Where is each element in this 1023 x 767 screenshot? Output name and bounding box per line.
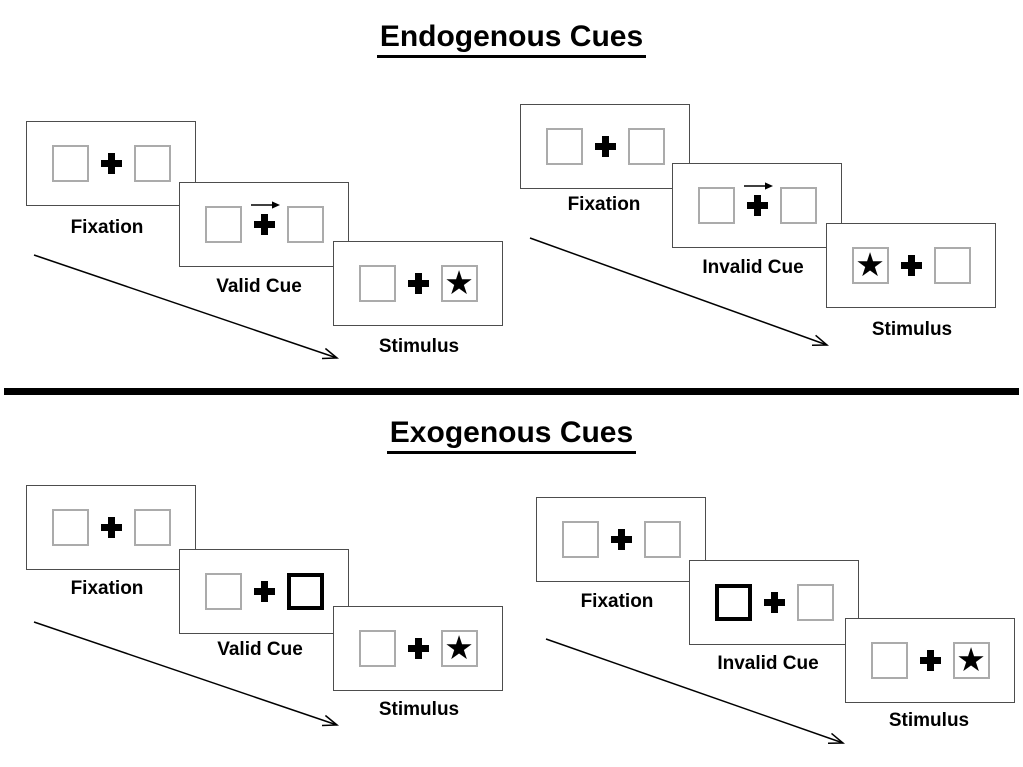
right-placeholder-box (133, 509, 171, 546)
timeline-arrow (33, 621, 340, 727)
fixation-cross-wrap (253, 581, 275, 602)
stimulus-label: Stimulus (888, 710, 970, 731)
fixation-cross-wrap (100, 517, 122, 538)
exogenous-title-text: Exogenous Cues (386, 416, 637, 454)
right-target-box: ★ (440, 629, 478, 667)
exogenous-invalid-stimulus-panel: ★ (845, 618, 1015, 703)
left-placeholder-box (561, 521, 599, 558)
right-thick-cue-box (286, 573, 324, 610)
fixation-cross-icon (100, 517, 122, 538)
right-target-box: ★ (440, 264, 478, 302)
exogenous-invalid-cue-panel (689, 560, 859, 645)
fixation-cross-icon (763, 592, 785, 613)
left-placeholder-box (204, 206, 242, 243)
fixation-cross-icon (253, 581, 275, 602)
target-star-icon: ★ (444, 264, 474, 301)
cue-label: Valid Cue (217, 639, 303, 660)
left-placeholder-box (204, 573, 242, 610)
fixation-cross-icon (919, 650, 941, 671)
right-target-box: ★ (952, 641, 990, 679)
endogenous-title-text: Endogenous Cues (376, 20, 647, 58)
right-placeholder-box (796, 584, 834, 621)
left-placeholder-box (51, 145, 89, 182)
fixation-cross-wrap (743, 182, 773, 216)
exogenous-section-title: Exogenous Cues (0, 416, 1023, 454)
endogenous-invalid-cue-panel (672, 163, 842, 248)
fixation-cross-wrap (100, 153, 122, 174)
timeline-arrow (33, 254, 340, 360)
fixation-cross-icon (253, 214, 275, 235)
stimulus-label: Stimulus (378, 699, 460, 720)
left-thick-cue-box (714, 584, 752, 621)
fixation-cross-icon (610, 529, 632, 550)
endogenous-valid-cue-panel (179, 182, 349, 267)
fixation-cross-wrap (900, 255, 922, 276)
right-placeholder-box (779, 187, 817, 224)
cue-arrow-right-icon (743, 182, 773, 190)
section-divider (4, 388, 1019, 395)
timeline-arrow (529, 237, 830, 346)
fixation-cross-wrap (250, 201, 280, 235)
endogenous-section-title: Endogenous Cues (0, 20, 1023, 58)
endogenous-invalid-fixation-panel (520, 104, 690, 189)
left-target-box: ★ (851, 246, 889, 284)
fixation-cross-icon (100, 153, 122, 174)
exogenous-valid-stimulus-panel: ★ (333, 606, 503, 691)
fixation-cross-icon (407, 273, 429, 294)
endogenous-valid-fixation-panel (26, 121, 196, 206)
right-placeholder-box (933, 247, 971, 284)
fixation-cross-wrap (594, 136, 616, 157)
cue-label: Invalid Cue (717, 653, 819, 674)
stimulus-label: Stimulus (871, 319, 953, 340)
target-star-icon: ★ (956, 641, 986, 678)
fixation-label: Fixation (70, 578, 144, 599)
fixation-label: Fixation (580, 591, 654, 612)
fixation-label: Fixation (70, 217, 144, 238)
fixation-cross-wrap (919, 650, 941, 671)
fixation-cross-icon (594, 136, 616, 157)
fixation-cross-icon (746, 195, 768, 216)
stimulus-label: Stimulus (378, 336, 460, 357)
right-placeholder-box (286, 206, 324, 243)
fixation-cross-wrap (407, 638, 429, 659)
fixation-cross-icon (900, 255, 922, 276)
right-placeholder-box (133, 145, 171, 182)
endogenous-invalid-stimulus-panel: ★ (826, 223, 996, 308)
target-star-icon: ★ (444, 629, 474, 666)
exogenous-valid-fixation-panel (26, 485, 196, 570)
exogenous-invalid-fixation-panel (536, 497, 706, 582)
left-placeholder-box (697, 187, 735, 224)
fixation-cross-wrap (763, 592, 785, 613)
fixation-cross-icon (407, 638, 429, 659)
cue-label: Valid Cue (216, 276, 302, 297)
left-placeholder-box (870, 642, 908, 679)
right-placeholder-box (627, 128, 665, 165)
left-placeholder-box (358, 630, 396, 667)
cue-arrow-right-icon (250, 201, 280, 209)
endogenous-valid-stimulus-panel: ★ (333, 241, 503, 326)
right-placeholder-box (643, 521, 681, 558)
cue-label: Invalid Cue (702, 257, 804, 278)
left-placeholder-box (358, 265, 396, 302)
fixation-label: Fixation (567, 194, 641, 215)
left-placeholder-box (51, 509, 89, 546)
exogenous-valid-cue-panel (179, 549, 349, 634)
fixation-cross-wrap (407, 273, 429, 294)
fixation-cross-wrap (610, 529, 632, 550)
left-placeholder-box (545, 128, 583, 165)
target-star-icon: ★ (855, 246, 885, 283)
